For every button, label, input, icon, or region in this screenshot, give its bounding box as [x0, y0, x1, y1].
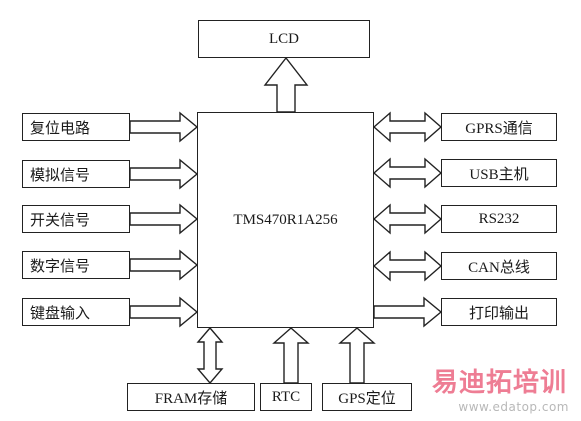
input-analog-signal: 模拟信号: [22, 160, 130, 188]
input-label: 数字信号: [30, 258, 91, 275]
input-keyboard: 键盘输入: [22, 298, 130, 326]
block-rtc: RTC: [260, 383, 312, 411]
port-label: CAN总线: [468, 259, 530, 276]
block-label: RTC: [271, 388, 301, 405]
cpu-label: TMS470R1A256: [233, 211, 338, 228]
input-reset-circuit: 复位电路: [22, 113, 130, 141]
arrow-cpu-rs232: [372, 203, 443, 235]
input-label: 复位电路: [30, 120, 91, 137]
input-label: 开关信号: [30, 212, 91, 229]
port-label: USB主机: [469, 166, 529, 183]
block-label: GPS定位: [338, 390, 396, 407]
arrow-gps-to-cpu: [338, 327, 376, 384]
block-fram-storage: FRAM存储: [127, 383, 255, 411]
lcd-label: LCD: [269, 30, 299, 47]
arrow-analog-to-cpu: [129, 158, 199, 190]
input-label: 模拟信号: [30, 167, 91, 184]
arrow-digital-to-cpu: [129, 249, 199, 281]
port-can-bus: CAN总线: [441, 252, 557, 280]
port-label: 打印输出: [468, 305, 529, 322]
arrow-rtc-to-cpu: [272, 327, 310, 384]
input-switch-signal: 开关信号: [22, 205, 130, 233]
arrow-cpu-to-printer: [373, 296, 443, 328]
arrow-cpu-fram: [196, 326, 224, 385]
port-label: RS232: [478, 210, 520, 227]
port-printer-output: 打印输出: [441, 298, 557, 326]
port-label: GPRS通信: [465, 120, 533, 137]
arrow-cpu-to-lcd: [263, 56, 309, 113]
port-gprs: GPRS通信: [441, 113, 557, 141]
arrow-keyboard-to-cpu: [129, 296, 199, 328]
block-gps: GPS定位: [322, 383, 412, 411]
arrow-reset-to-cpu: [129, 111, 199, 143]
input-label: 键盘输入: [30, 305, 91, 322]
port-usb-host: USB主机: [441, 159, 557, 187]
lcd-box: LCD: [198, 20, 370, 58]
input-digital-signal: 数字信号: [22, 251, 130, 279]
arrow-cpu-usb: [372, 157, 443, 189]
block-label: FRAM存储: [154, 390, 228, 407]
port-rs232: RS232: [441, 205, 557, 233]
watermark-url: www.edatop.com: [458, 400, 569, 414]
cpu-box: TMS470R1A256: [197, 112, 374, 328]
watermark-brand: 易迪拓培训: [431, 368, 567, 398]
arrow-switch-to-cpu: [129, 203, 199, 235]
arrow-cpu-gprs: [372, 111, 443, 143]
arrow-cpu-can: [372, 250, 443, 282]
